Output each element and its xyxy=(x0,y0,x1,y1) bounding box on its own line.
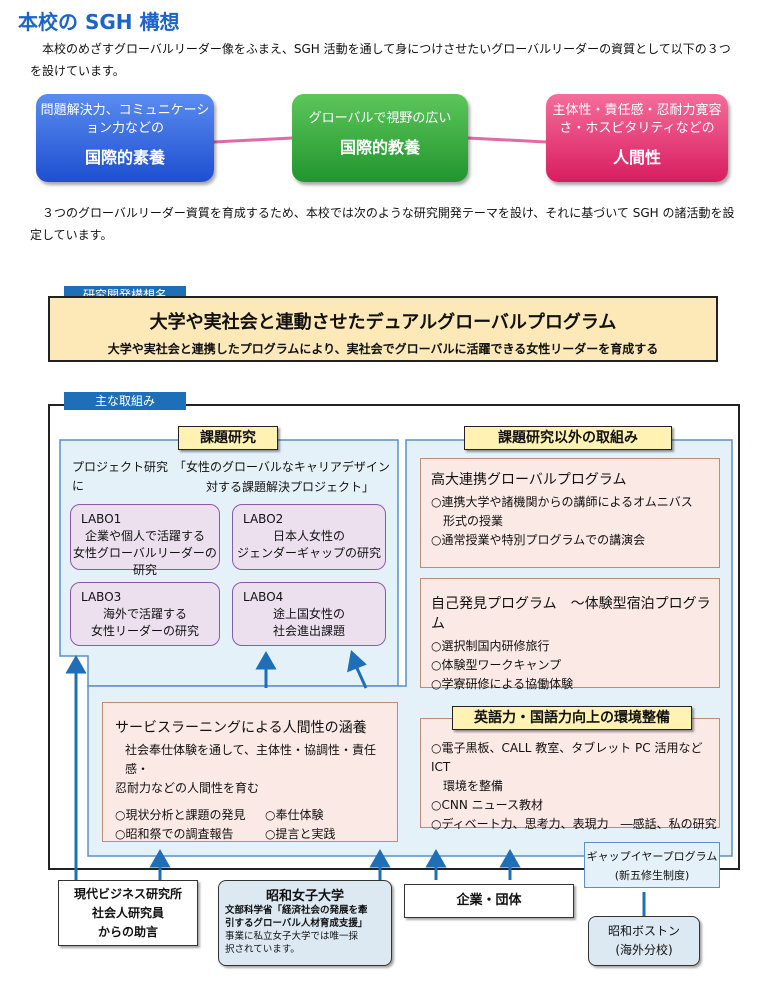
gendai-line: 社会人研究員 xyxy=(91,906,164,920)
jiko-title: 自己発見プログラム ～体験型宿泊プログラム xyxy=(431,596,711,632)
concept-subtitle: 大学や実社会と連携したプログラムにより、実社会でグローバルに活躍できる女性リーダ… xyxy=(107,342,659,356)
research-label: 課題研究 xyxy=(178,426,278,450)
showa-title: 昭和女子大学 xyxy=(265,889,344,904)
labo2-box: LABO2 日本人女性の ジェンダーギャップの研究 xyxy=(232,504,386,570)
jiko-item: ○選択制国内研修旅行 xyxy=(431,639,550,653)
concept-box: 大学や実社会と連動させたデュアルグローバルプログラム 大学や実社会と連携したプロ… xyxy=(48,296,718,362)
quality-sub: 主体性・責任感・忍耐力寛容さ・ホスピタリティなどの xyxy=(552,103,722,136)
labo1-box: LABO1 企業や個人で活躍する 女性グローバルリーダーの研究 xyxy=(70,504,220,577)
gendai-box: 現代ビジネス研究所 社会人研究員 からの助言 xyxy=(58,880,198,946)
gap-year-sub: (新五修生制度) xyxy=(614,869,690,882)
main-frame xyxy=(48,404,740,870)
labo-line1: 企業や個人で活躍する xyxy=(84,529,205,543)
showa-box: 昭和女子大学 文部科学省「経済社会の発展を牽 引するグローバル人材育成支援」 事… xyxy=(218,880,392,966)
kodai-item: 形式の授業 xyxy=(431,514,504,528)
project-title-1: プロジェクト研究 「女性のグローバルなキャリアデザインに xyxy=(72,460,390,493)
intro2-text: ３つのグローバルリーダー資質を育成するため、本校では次のような研究開発テーマを設… xyxy=(30,206,735,242)
labo-line1: 日本人女性の xyxy=(272,529,345,543)
service-item: ○奉仕体験 xyxy=(265,808,324,822)
labo-line2: 社会進出課題 xyxy=(272,624,345,638)
boston-line: 昭和ボストン xyxy=(607,924,680,938)
language-box: ○電子黒板、CALL 教室、タブレット PC 活用など ICT 環境を整備 ○C… xyxy=(420,718,720,831)
language-item: 環境を整備 xyxy=(431,779,504,793)
kodai-item: ○通常授業や特別プログラムでの講演会 xyxy=(431,533,646,547)
labo-line2: 女性グローバルリーダーの研究 xyxy=(73,546,217,577)
project-title-2: 対する課題解決プロジェクト」 xyxy=(206,480,375,494)
gap-year-title: ギャップイヤープログラム xyxy=(586,850,718,863)
quality-kokusaiteki-soyo: 問題解決力、コミュニケーション力などの 国際的素養 xyxy=(36,94,214,182)
concept-title: 大学や実社会と連動させたデュアルグローバルプログラム xyxy=(149,312,617,333)
language-item: ○ディベート力、思考力、表現力 ―感話、私の研究 xyxy=(431,817,717,831)
labo4-box: LABO4 途上国女性の 社会進出課題 xyxy=(232,582,386,646)
gap-year-box: ギャップイヤープログラム (新五修生制度) xyxy=(584,842,720,888)
language-item: ○CNN ニュース教材 xyxy=(431,798,544,812)
labo-line1: 海外で活躍する xyxy=(102,607,187,621)
quality-sub: グローバルで視野の広い xyxy=(308,111,452,126)
labo-name: LABO1 xyxy=(81,512,122,526)
labo-line2: 女性リーダーの研究 xyxy=(90,624,199,638)
service-desc-1: 社会奉仕体験を通して、主体性・協調性・責任感・ xyxy=(125,743,377,776)
labo3-box: LABO3 海外で活躍する 女性リーダーの研究 xyxy=(70,582,220,646)
showa-line: 文部科学省「経済社会の発展を牽 xyxy=(225,905,368,916)
boston-box: 昭和ボストン (海外分校) xyxy=(588,916,700,966)
quality-sub: 問題解決力、コミュニケーション力などの xyxy=(40,103,210,136)
labo-name: LABO2 xyxy=(243,512,284,526)
service-item: ○昭和祭での調査報告 xyxy=(115,827,234,841)
main-tag: 主な取組み xyxy=(64,392,186,410)
jiko-item: ○学寮研修による協働体験 xyxy=(431,677,574,691)
labo-name: LABO4 xyxy=(243,590,284,604)
showa-line: 事業に私立女子大学では唯一採 xyxy=(225,931,359,942)
gendai-line: 現代ビジネス研究所 xyxy=(73,887,182,901)
service-desc-2: 忍耐力などの人間性を育む xyxy=(115,781,260,795)
intro-text: 本校のめざすグローバルリーダー像をふまえ、SGH 活動を通して身につけさせたいグ… xyxy=(30,42,731,78)
labo-line2: ジェンダーギャップの研究 xyxy=(236,546,381,560)
kodai-item: ○連携大学や諸機関からの講師によるオムニバス xyxy=(431,495,693,509)
service-title: サービスラーニングによる人間性の涵養 xyxy=(115,720,367,736)
quality-ningensei: 主体性・責任感・忍耐力寛容さ・ホスピタリティなどの 人間性 xyxy=(546,94,728,182)
page-title: 本校の SGH 構想 xyxy=(18,10,180,34)
gendai-line: からの助言 xyxy=(97,925,158,939)
quality-main: 国際的教養 xyxy=(339,138,420,157)
kodai-box: 高大連携グローバルプログラム ○連携大学や諸機関からの講師によるオムニバス 形式… xyxy=(420,458,720,568)
showa-line: 引するグローバル人材育成支援」 xyxy=(225,918,368,929)
showa-line: 択されています。 xyxy=(225,944,300,955)
quality-connectors xyxy=(213,136,547,144)
language-label: 英語力・国語力向上の環境整備 xyxy=(452,706,692,730)
quality-main: 人間性 xyxy=(612,148,661,167)
service-box: サービスラーニングによる人間性の涵養 社会奉仕体験を通して、主体性・協調性・責任… xyxy=(102,702,398,842)
kigyo-box: 企業・団体 xyxy=(404,884,574,918)
labo-line1: 途上国女性の xyxy=(272,607,345,621)
other-label: 課題研究以外の取組み xyxy=(464,426,672,450)
jiko-item: ○体験型ワークキャンプ xyxy=(431,658,562,672)
quality-kokusaiteki-kyoyo: グローバルで視野の広い 国際的教養 xyxy=(292,94,468,182)
quality-main: 国際的素養 xyxy=(84,148,165,167)
boston-line: (海外分校) xyxy=(615,943,673,957)
service-item: ○現状分析と課題の発見 xyxy=(115,808,246,822)
labo-name: LABO3 xyxy=(81,590,122,604)
service-item: ○提言と実践 xyxy=(265,827,336,841)
jiko-box: 自己発見プログラム ～体験型宿泊プログラム ○選択制国内研修旅行 ○体験型ワーク… xyxy=(420,578,720,691)
language-item: ○電子黒板、CALL 教室、タブレット PC 活用など ICT xyxy=(431,741,703,774)
kodai-title: 高大連携グローバルプログラム xyxy=(431,472,627,488)
